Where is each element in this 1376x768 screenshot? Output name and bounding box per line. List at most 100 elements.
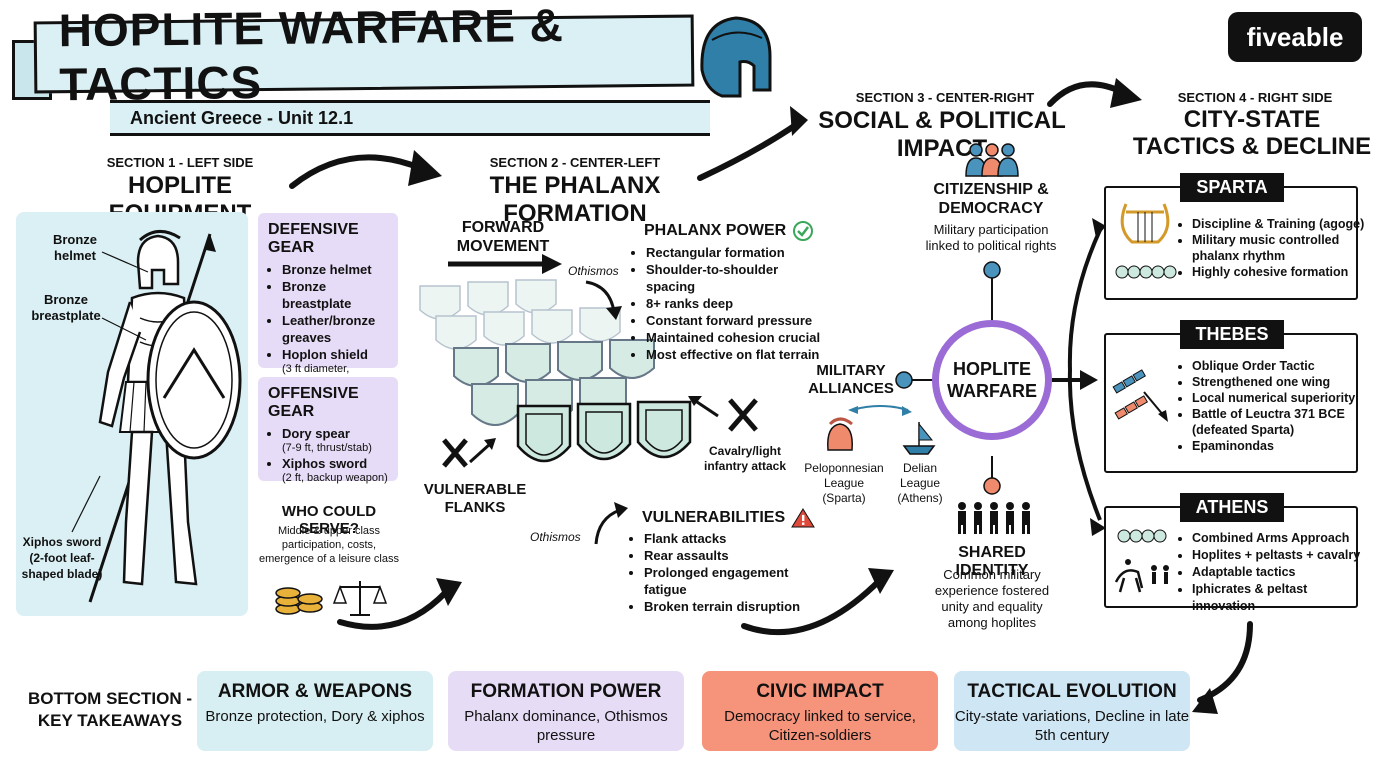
- list-item: 8+ ranks deep: [646, 295, 826, 312]
- section1-label: SECTION 1 - LEFT SIDE: [106, 155, 254, 170]
- list-item: Combined Arms Approach: [1192, 530, 1372, 547]
- othismos-top-label: Othismos: [568, 264, 619, 278]
- list-item: Iphicrates & peltast innovation: [1192, 581, 1372, 615]
- fiveable-logo[interactable]: fiveable: [1228, 12, 1362, 62]
- check-circle-icon: [793, 221, 814, 241]
- takeaway-card-armor: ARMOR & WEAPONS Bronze protection, Dory …: [197, 671, 433, 751]
- hoplite-group-icon: [958, 502, 1030, 534]
- list-item: Most effective on flat terrain: [646, 346, 826, 363]
- list-item: Shoulder-to-shoulder spacing: [646, 261, 826, 295]
- hoplite-figure-icon: [88, 230, 242, 603]
- citizenship-heading: CITIZENSHIP & DEMOCRACY: [933, 181, 1049, 217]
- people-icon: [965, 143, 1019, 177]
- phalanx-power-heading-row: PHALANX POWER: [644, 220, 814, 242]
- section2-label: SECTION 2 - CENTER-LEFT: [489, 155, 661, 170]
- list-item: Rear assaults: [644, 547, 814, 564]
- alliances-icons: [827, 405, 936, 455]
- alliances-heading: MILITARY ALLIANCES: [808, 362, 894, 397]
- takeaway-text: City-state variations, Decline in late 5…: [954, 708, 1190, 744]
- section2-title: THE PHALANX FORMATION: [489, 172, 661, 227]
- hoplite-warfare-hub: HOPLITE WARFARE: [932, 320, 1052, 440]
- list-item: Maintained cohesion crucial: [646, 329, 826, 346]
- defensive-gear-box: DEFENSIVE GEAR Bronze helmet Bronze brea…: [258, 213, 398, 401]
- identity-heading: SHARED IDENTITY: [955, 544, 1029, 579]
- athens-list: Combined Arms Approach Hoplites + peltas…: [1178, 530, 1372, 615]
- identity-text: Common military experience fostered unit…: [934, 567, 1050, 630]
- takeaway-card-civic: CIVIC IMPACT Democracy linked to service…: [702, 671, 938, 751]
- list-item: Strengthened one wing: [1192, 374, 1368, 390]
- othismos-bottom-label: Othismos: [530, 530, 581, 544]
- phalanx-power-heading: PHALANX POWER: [644, 222, 787, 239]
- takeaway-text: Democracy linked to service, Citizen-sol…: [724, 708, 916, 744]
- takeaway-heading: FORMATION POWER: [470, 681, 662, 702]
- athens-tag: ATHENS: [1180, 493, 1284, 522]
- section3-label: SECTION 3 - CENTER-RIGHT: [855, 90, 1035, 105]
- list-item: Adaptable tactics: [1192, 564, 1372, 581]
- list-item: Battle of Leuctra 371 BCE (defeated Spar…: [1192, 406, 1368, 438]
- takeaway-heading: CIVIC IMPACT: [756, 681, 884, 702]
- list-item: Rectangular formation: [646, 244, 826, 261]
- callout-lines: [71, 251, 149, 533]
- page-subtitle: Ancient Greece - Unit 12.1: [130, 108, 354, 128]
- vulnerable-flanks-label: VULNERABLE FLANKS: [423, 481, 527, 516]
- cavalry-x-icon: [688, 396, 758, 432]
- helmet-icon: [700, 16, 772, 98]
- who-heading: WHO COULD SERVE?: [281, 503, 377, 537]
- list-item: Military music controlled phalanx rhythm: [1192, 232, 1368, 264]
- thebes-tag: THEBES: [1180, 320, 1284, 349]
- delian-label: Delian League (Athens): [897, 461, 943, 505]
- cavalry-label: Cavalry/light infantry attack: [703, 444, 787, 473]
- flank-x-icon: [442, 438, 496, 468]
- callout-sword: Xiphos sword (2-foot leaf-shaped blade): [21, 535, 103, 581]
- combined-arms-icon: [1114, 529, 1169, 593]
- list-item: Flank attacks: [644, 530, 814, 547]
- vulnerabilities-heading: VULNERABILITIES: [642, 509, 786, 526]
- section4-label: SECTION 4 - RIGHT SIDE: [1177, 90, 1333, 105]
- list-item: Broken terrain disruption: [644, 598, 814, 615]
- right-branch-arrows: [1067, 218, 1106, 536]
- section3-title: SOCIAL & POLITICAL IMPACT: [818, 107, 1066, 162]
- list-item: Prolonged engagement fatigue: [644, 564, 814, 598]
- page-title: HOPLITE WARFARE & TACTICS: [58, 0, 565, 111]
- list-item: Bronze helmet: [282, 261, 388, 278]
- who-text: Middle & upper class participation, cost…: [258, 525, 399, 565]
- warning-icon: [791, 508, 816, 528]
- takeaway-card-tactical: TACTICAL EVOLUTION City-state variations…: [954, 671, 1190, 751]
- forward-arrow-icon: [448, 254, 562, 274]
- othismos-curve-arrow-bottom: [594, 502, 628, 545]
- coins-scale-icon: [275, 581, 388, 616]
- vulnerabilities-heading-row: VULNERABILITIES: [642, 507, 816, 529]
- list-item: Epaminondas: [1192, 438, 1368, 454]
- athens-card: [1104, 506, 1358, 608]
- offensive-gear-box: OFFENSIVE GEAR Dory spear (7-9 ft, thrus…: [258, 377, 398, 484]
- list-item: Hoplon shield: [282, 347, 368, 362]
- takeaway-text: Phalanx dominance, Othismos pressure: [464, 708, 668, 744]
- defensive-heading: DEFENSIVE GEAR: [268, 221, 359, 256]
- bottom-section-label: BOTTOM SECTION - KEY TAKEAWAYS: [28, 689, 193, 730]
- hub-connectors: [895, 261, 1098, 495]
- citizenship-text: Military participation linked to politic…: [925, 222, 1057, 253]
- list-item: Bronze breastplate: [282, 278, 388, 312]
- title-banner: HOPLITE WARFARE & TACTICS: [33, 0, 695, 110]
- offensive-heading: OFFENSIVE GEAR: [268, 385, 359, 420]
- list-item: Dory spear: [282, 426, 350, 441]
- phalanx-power-list: Rectangular formation Shoulder-to-should…: [632, 244, 826, 363]
- callout-helmet: Bronze helmet: [52, 232, 98, 263]
- thebes-list: Oblique Order Tactic Strengthened one wi…: [1178, 358, 1368, 454]
- list-item: Xiphos sword: [282, 456, 368, 471]
- sparta-list: Discipline & Training (agoge) Military m…: [1178, 216, 1368, 280]
- sword-note: (2 ft, backup weapon): [282, 472, 388, 484]
- list-item: Highly cohesive formation: [1192, 264, 1368, 280]
- othismos-curve-arrow-top: [585, 280, 622, 320]
- spear-note: (7-9 ft, thrust/stab): [282, 442, 372, 454]
- phalanx-shields: [419, 279, 692, 463]
- takeaway-text: Bronze protection, Dory & xiphos: [205, 708, 425, 725]
- forward-movement-label: FORWARD MOVEMENT: [456, 219, 550, 255]
- takeaway-heading: TACTICAL EVOLUTION: [967, 681, 1177, 702]
- list-item: Constant forward pressure: [646, 312, 826, 329]
- takeaway-heading: ARMOR & WEAPONS: [217, 681, 413, 702]
- callout-breastplate: Bronze breastplate: [31, 292, 101, 323]
- lyre-icon: [1115, 203, 1177, 279]
- list-item: Oblique Order Tactic: [1192, 358, 1368, 374]
- section4-title: CITY-STATE TACTICS & DECLINE: [1132, 106, 1372, 160]
